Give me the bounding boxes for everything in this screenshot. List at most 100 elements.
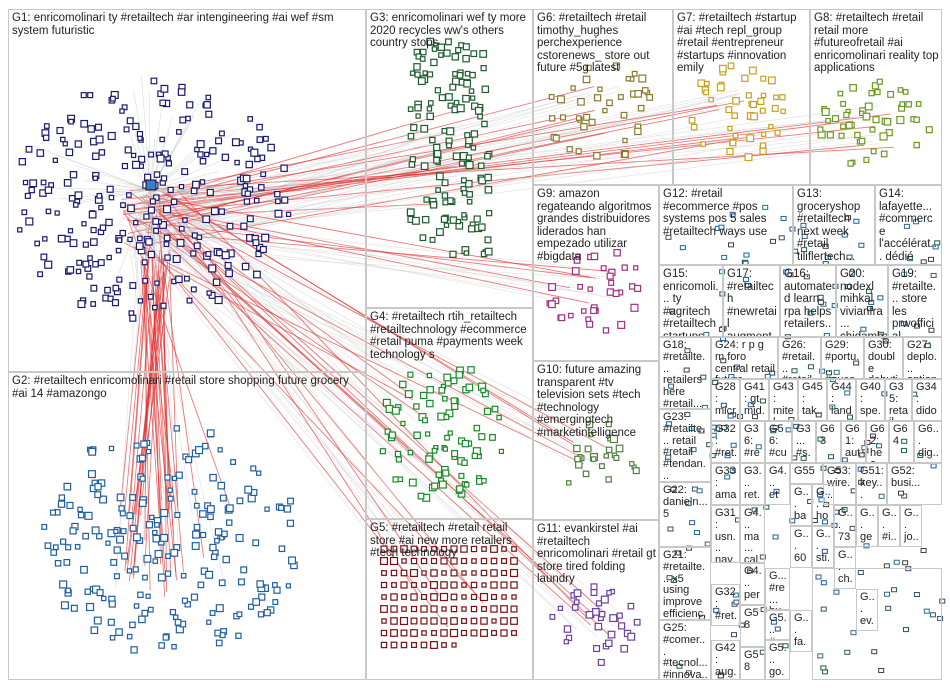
node xyxy=(123,126,130,133)
node xyxy=(826,370,833,376)
node xyxy=(913,141,920,149)
node xyxy=(696,488,703,494)
node xyxy=(267,143,275,152)
node xyxy=(470,617,478,625)
node xyxy=(759,554,766,560)
node xyxy=(480,557,488,565)
edge xyxy=(75,165,151,191)
group-label-g66: G64 xyxy=(893,423,908,447)
node xyxy=(887,90,895,98)
node xyxy=(380,581,388,589)
node xyxy=(264,506,270,512)
node xyxy=(463,250,470,256)
node xyxy=(431,447,438,454)
node xyxy=(559,114,567,121)
node xyxy=(400,629,408,637)
node xyxy=(407,106,414,113)
node xyxy=(791,368,798,374)
node xyxy=(63,179,72,187)
node xyxy=(381,570,387,576)
node xyxy=(665,234,672,240)
node xyxy=(162,634,170,641)
group-label-g24: G24: r p g m foro central retail future xyxy=(715,339,775,378)
node xyxy=(112,284,120,292)
node xyxy=(878,668,885,674)
node xyxy=(272,582,278,588)
node xyxy=(745,282,752,288)
group-panel-gx5: G... ho... xyxy=(812,484,834,526)
node xyxy=(669,308,676,314)
node xyxy=(440,617,448,625)
node xyxy=(854,131,861,139)
node xyxy=(82,241,89,248)
node xyxy=(28,186,35,194)
node xyxy=(199,510,207,518)
node xyxy=(446,127,455,136)
edge xyxy=(124,264,148,513)
node xyxy=(882,338,889,344)
node xyxy=(200,531,207,539)
node xyxy=(847,160,854,167)
node xyxy=(732,132,739,139)
node xyxy=(40,253,48,261)
group-panel-g30: G30: double debuti... xyxy=(864,337,903,379)
node xyxy=(245,160,253,169)
node xyxy=(235,533,244,543)
node xyxy=(401,606,407,612)
group-label-g30: G30: double debuti... xyxy=(868,339,898,378)
node xyxy=(824,254,831,260)
node xyxy=(408,478,417,487)
node xyxy=(150,77,158,85)
node xyxy=(92,152,100,161)
edge xyxy=(147,113,891,206)
node xyxy=(138,155,146,163)
node xyxy=(857,466,864,472)
node xyxy=(154,280,160,286)
group-panel-g4c: G5... #p... xyxy=(765,610,790,640)
node xyxy=(105,218,113,227)
node xyxy=(410,545,418,553)
edge xyxy=(148,110,595,206)
node xyxy=(634,89,643,98)
group-label-g22: G22: danieln... 5 xyxy=(663,484,711,520)
node xyxy=(831,115,840,123)
node xyxy=(871,649,878,655)
node xyxy=(458,472,465,479)
node xyxy=(617,94,624,100)
node xyxy=(617,320,626,329)
node xyxy=(913,591,920,597)
node xyxy=(484,247,493,256)
group-label-g64: G63 xyxy=(820,423,835,447)
node xyxy=(420,605,428,613)
node xyxy=(74,140,82,148)
node xyxy=(133,603,140,609)
node xyxy=(44,542,52,550)
node xyxy=(179,116,187,124)
node xyxy=(136,235,143,242)
node xyxy=(252,598,261,606)
node xyxy=(665,421,672,427)
group-panel-g42: G42: aug... xyxy=(711,640,740,680)
node xyxy=(430,605,438,613)
node xyxy=(390,593,398,601)
node xyxy=(87,470,96,479)
node xyxy=(67,228,74,234)
node xyxy=(126,512,134,520)
group-panel-g11: G11: evankirstel #ai #retailtech enricom… xyxy=(533,520,659,680)
node xyxy=(205,250,212,257)
node xyxy=(833,589,840,595)
node xyxy=(99,495,108,504)
node xyxy=(612,62,621,70)
node xyxy=(113,528,119,535)
node xyxy=(204,151,210,158)
node xyxy=(401,558,407,564)
node xyxy=(779,94,786,101)
node xyxy=(149,198,156,205)
node xyxy=(441,606,447,612)
node xyxy=(500,605,508,613)
node xyxy=(688,425,695,431)
node xyxy=(665,454,672,460)
node xyxy=(219,494,227,502)
node xyxy=(176,239,185,247)
node xyxy=(129,282,137,289)
